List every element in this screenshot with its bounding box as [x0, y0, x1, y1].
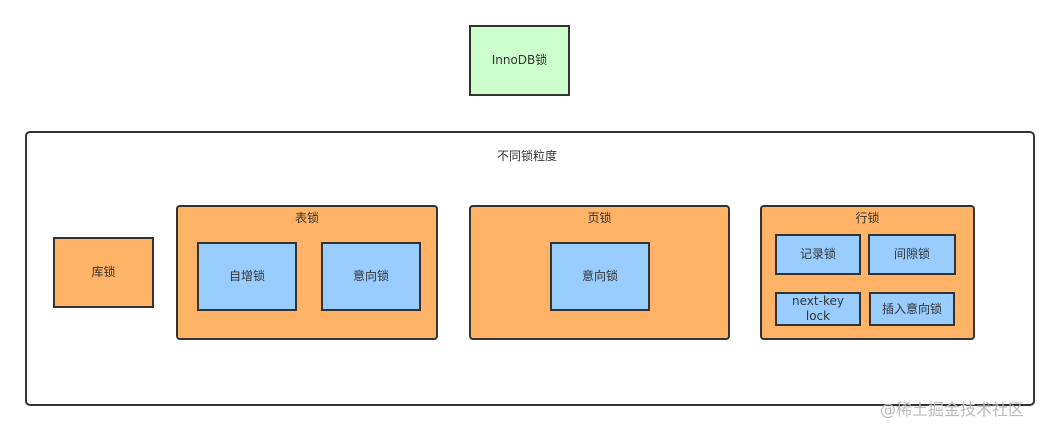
- gap-lock-node: 间隙锁: [868, 234, 956, 275]
- innodb-lock-node: InnoDB锁: [469, 25, 570, 96]
- page-lock-title: 页锁: [587, 211, 612, 225]
- table-lock-title: 表锁: [294, 211, 319, 225]
- table-intention-lock-node: 意向锁: [321, 242, 421, 311]
- record-lock-node: 记录锁: [775, 234, 861, 275]
- row-lock-title: 行锁: [855, 211, 880, 225]
- insert-intention-lock-node: 插入意向锁: [869, 292, 955, 326]
- lock-granularity-container: [25, 131, 1035, 406]
- auto-inc-lock-node: 自增锁: [197, 242, 297, 311]
- next-key-lock-node: next-key lock: [775, 292, 861, 326]
- database-lock-node: 库锁: [53, 237, 154, 308]
- page-intention-lock-node: 意向锁: [550, 242, 650, 311]
- container-title: 不同锁粒度: [497, 149, 558, 163]
- watermark: @稀土掘金技术社区: [880, 400, 1025, 419]
